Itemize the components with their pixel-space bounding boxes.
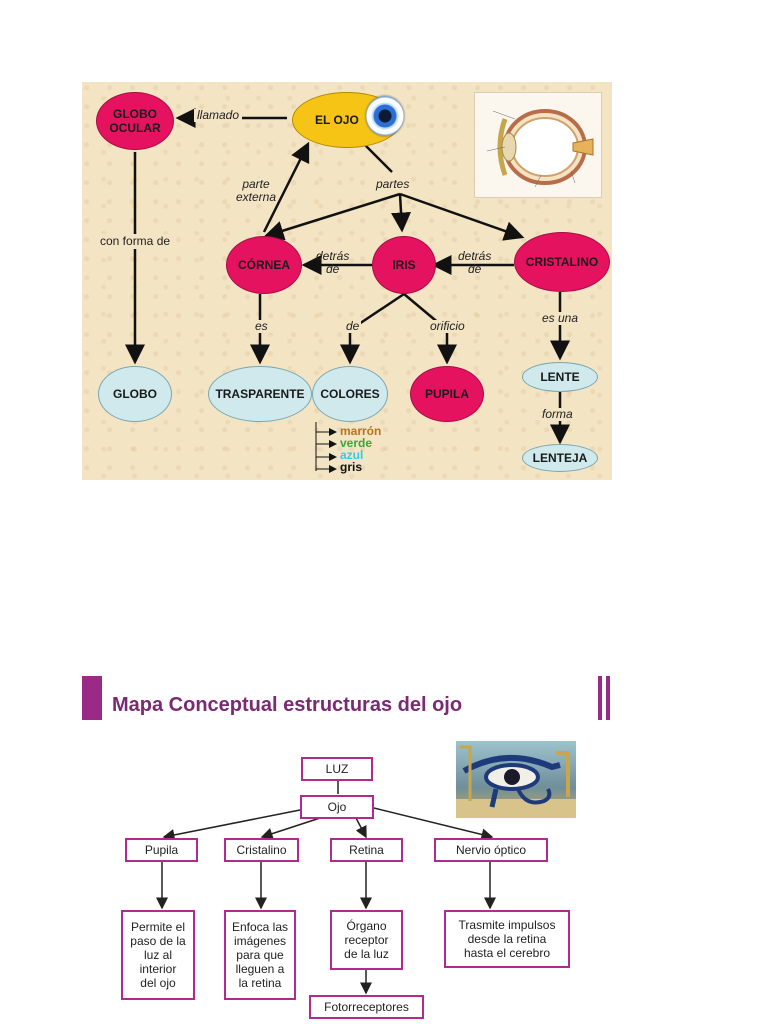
label-parte-externa: parte externa: [236, 177, 277, 204]
page-title: Mapa Conceptual estructuras del ojo: [112, 694, 463, 716]
label-de: de: [344, 319, 362, 333]
node-pupila: PUPILA: [410, 366, 484, 422]
box-cristalino: Cristalino: [224, 838, 299, 862]
title-right-bar-1: [598, 676, 602, 720]
desc-cristalino: Enfoca las imágenes para que lleguen a l…: [224, 910, 296, 1000]
label-con-forma-de: con forma de: [98, 234, 173, 249]
box-nervio-optico: Nervio óptico: [434, 838, 548, 862]
eye-concept-map-1: GLOBO OCULAR EL OJO CÓRNEA IRIS CRISTALI…: [82, 82, 612, 480]
color-verde: verde: [340, 436, 373, 450]
node-lente: LENTE: [522, 362, 598, 392]
box-fotorreceptores: Fotorreceptores: [309, 995, 424, 1019]
node-cristalino: CRISTALINO: [514, 232, 610, 292]
label-forma: forma: [540, 407, 575, 421]
color-marron: marrón: [340, 424, 382, 438]
node-globo: GLOBO: [98, 366, 172, 422]
node-colores: COLORES: [312, 366, 388, 422]
arrow-ojo-pupila: [162, 809, 301, 841]
label-partes: partes: [374, 177, 412, 191]
colors-list: marrón verde azul gris: [340, 424, 382, 474]
label-detras-de-2: detrás de: [458, 249, 492, 276]
node-iris: IRIS: [372, 236, 436, 294]
node-trasparente: TRASPARENTE: [208, 366, 312, 422]
label-llamado: llamado: [194, 109, 243, 122]
arrow-ojo-cristalino: [260, 817, 321, 840]
desc-retina: Órgano receptor de la luz: [330, 910, 403, 970]
color-gris: gris: [340, 460, 363, 474]
arrow-ojo-retina: [355, 817, 367, 839]
label-es-una: es una: [540, 311, 581, 325]
title-right-bar-2: [606, 676, 610, 720]
node-el-ojo-label: EL OJO: [315, 113, 359, 127]
box-ojo: Ojo: [300, 795, 374, 819]
eye-of-horus-drawing: [456, 745, 576, 818]
eye-of-horus-image: [456, 741, 576, 818]
box-luz: LUZ: [301, 757, 373, 781]
eye-icon: [366, 96, 404, 136]
arrow-parte-externa: [262, 141, 310, 233]
node-globo-ocular: GLOBO OCULAR: [96, 92, 174, 150]
arrow-partes-cornea: [263, 192, 401, 241]
eye-cross-section-image: [474, 92, 602, 198]
label-detras-de-1: detrás de: [316, 249, 350, 276]
arrow-partes-iris: [391, 193, 412, 233]
desc-pupila: Permite el paso de la luz al interior de…: [121, 910, 195, 1000]
label-es: es: [253, 319, 270, 333]
box-pupila: Pupila: [125, 838, 198, 862]
color-azul: azul: [340, 448, 364, 462]
label-orificio: orificio: [428, 319, 467, 333]
title-right-bars: [598, 676, 612, 720]
arrow-partes-cristalino: [399, 192, 525, 241]
desc-nervio-optico: Trasmite impulsos desde la retina hasta …: [444, 910, 570, 968]
eye-cross-section-drawing: [486, 109, 594, 188]
node-cornea: CÓRNEA: [226, 236, 302, 294]
node-lenteja: LENTEJA: [522, 444, 598, 472]
line-partes: [361, 141, 393, 173]
box-retina: Retina: [330, 838, 403, 862]
title-accent-bar: [82, 676, 102, 720]
